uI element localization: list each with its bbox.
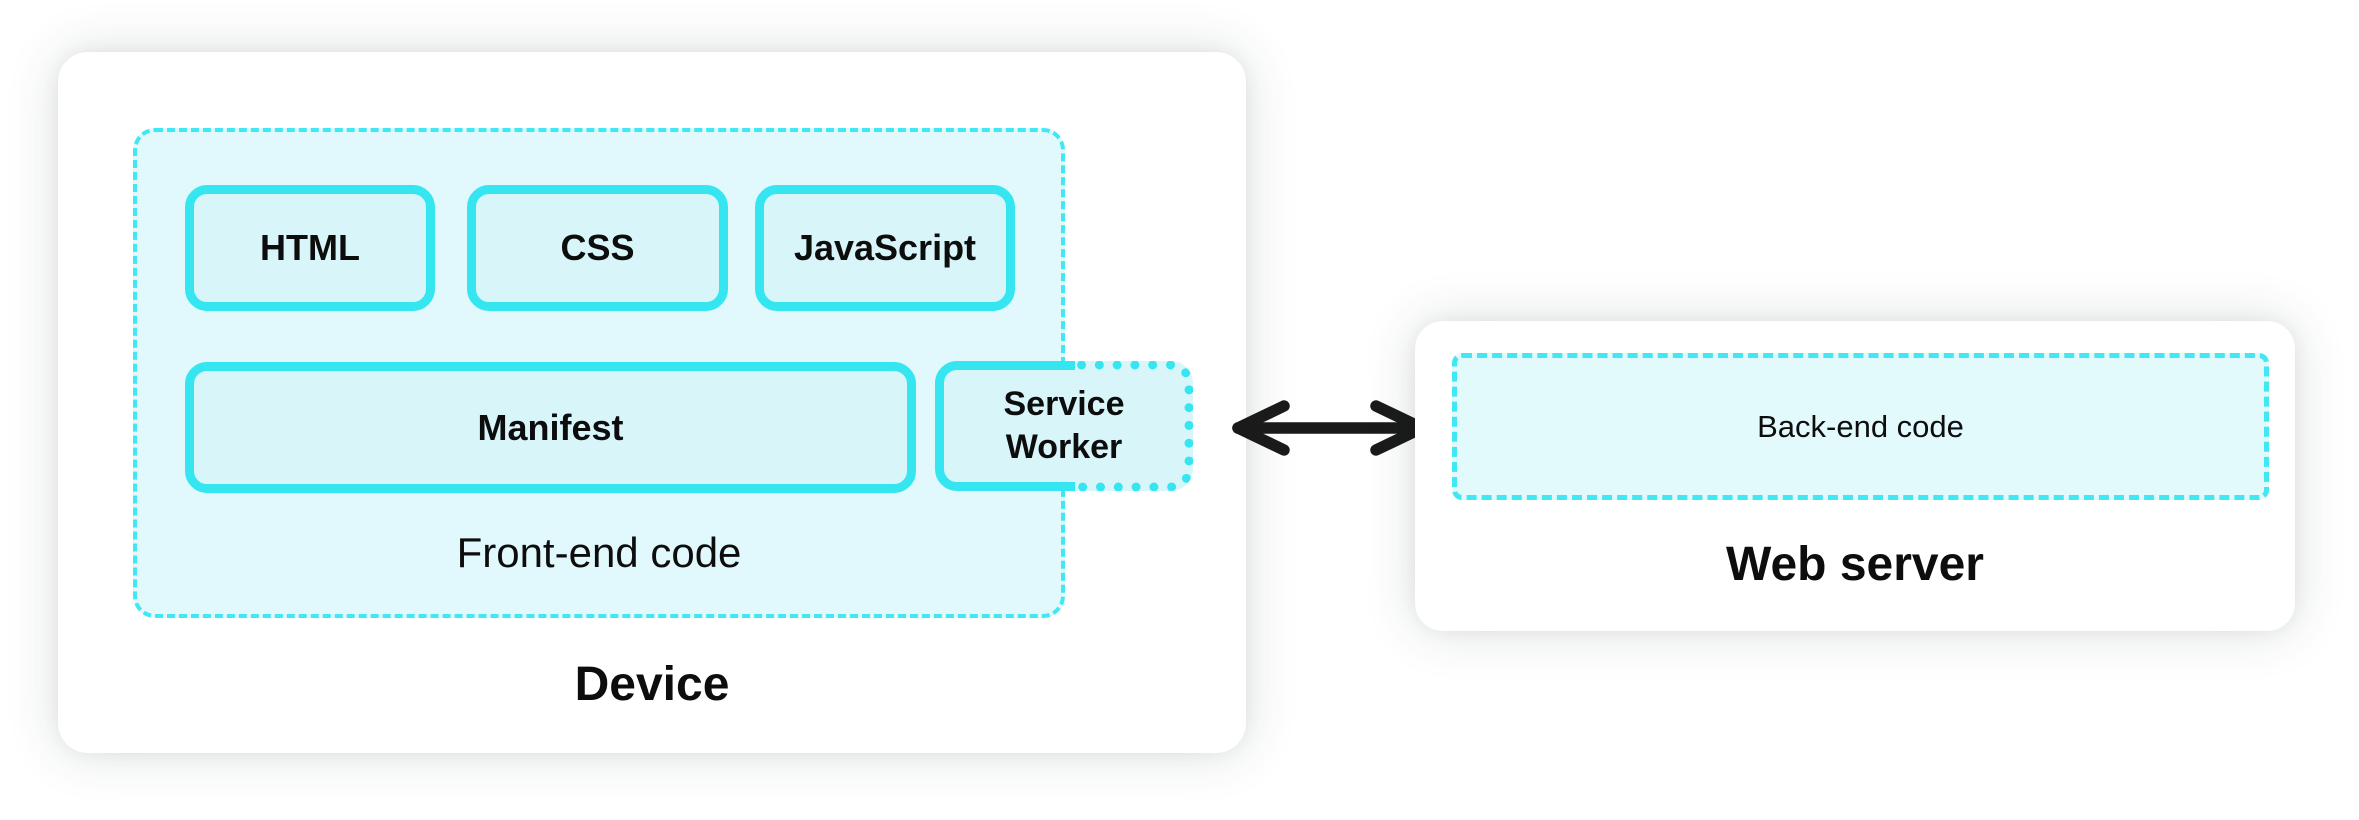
- html-box: HTML: [185, 185, 435, 311]
- service-worker-box-label: Service Worker: [1003, 385, 1125, 466]
- device-card: HTML CSS JavaScript Manifest Service Wor…: [58, 52, 1246, 753]
- service-worker-box: Service Worker: [935, 361, 1193, 491]
- manifest-box-label: Manifest: [477, 406, 624, 448]
- web-server-caption: Web server: [1726, 538, 1984, 591]
- manifest-box: Manifest: [185, 362, 916, 493]
- javascript-box-label: JavaScript: [793, 227, 977, 268]
- double-headed-arrow-icon: [1222, 397, 1438, 459]
- html-box-label: HTML: [260, 227, 360, 268]
- backend-code-region: Back-end code: [1452, 353, 2269, 500]
- css-box: CSS: [467, 185, 728, 311]
- device-caption: Device: [574, 658, 730, 711]
- frontend-code-caption: Front-end code: [456, 529, 742, 576]
- javascript-box: JavaScript: [755, 185, 1015, 311]
- backend-code-caption: Back-end code: [1757, 408, 1964, 444]
- web-server-card: Back-end code Web server: [1415, 321, 2295, 631]
- css-box-label: CSS: [560, 227, 635, 268]
